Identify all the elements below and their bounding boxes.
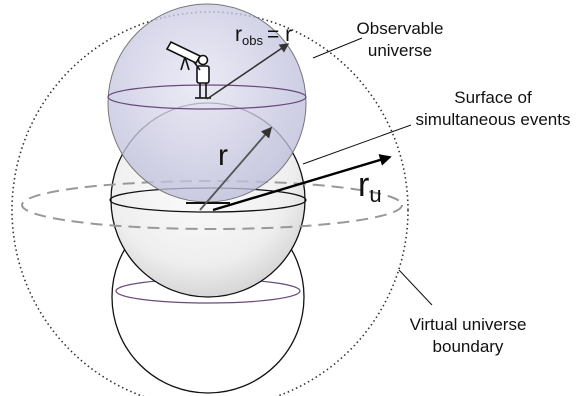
virtual-boundary-label-line1: Virtual universe bbox=[410, 315, 527, 334]
surface-label-line2: simultaneous events bbox=[416, 110, 571, 129]
r-u-arrow bbox=[212, 154, 392, 212]
surface-leader-line bbox=[302, 124, 412, 165]
observable-universe-label-line2: universe bbox=[368, 41, 432, 60]
r-arrow bbox=[199, 126, 273, 211]
r-u-label: ru bbox=[358, 166, 382, 207]
observable-sphere-equator bbox=[107, 84, 307, 110]
r-center-label: r bbox=[218, 139, 228, 172]
r-obs-label: robs= r bbox=[235, 23, 292, 48]
r-obs-arrow bbox=[206, 43, 290, 100]
virtual-boundary-label-line2: boundary bbox=[433, 337, 504, 356]
observable-universe-label-line1: Observable bbox=[357, 19, 444, 38]
surface-label-line1: Surface of bbox=[454, 88, 532, 107]
virtual-leader-line bbox=[398, 269, 433, 306]
observable-leader-line bbox=[312, 37, 363, 59]
dashed-plane-ellipse bbox=[21, 180, 403, 230]
observer-with-telescope-icon bbox=[165, 40, 211, 99]
